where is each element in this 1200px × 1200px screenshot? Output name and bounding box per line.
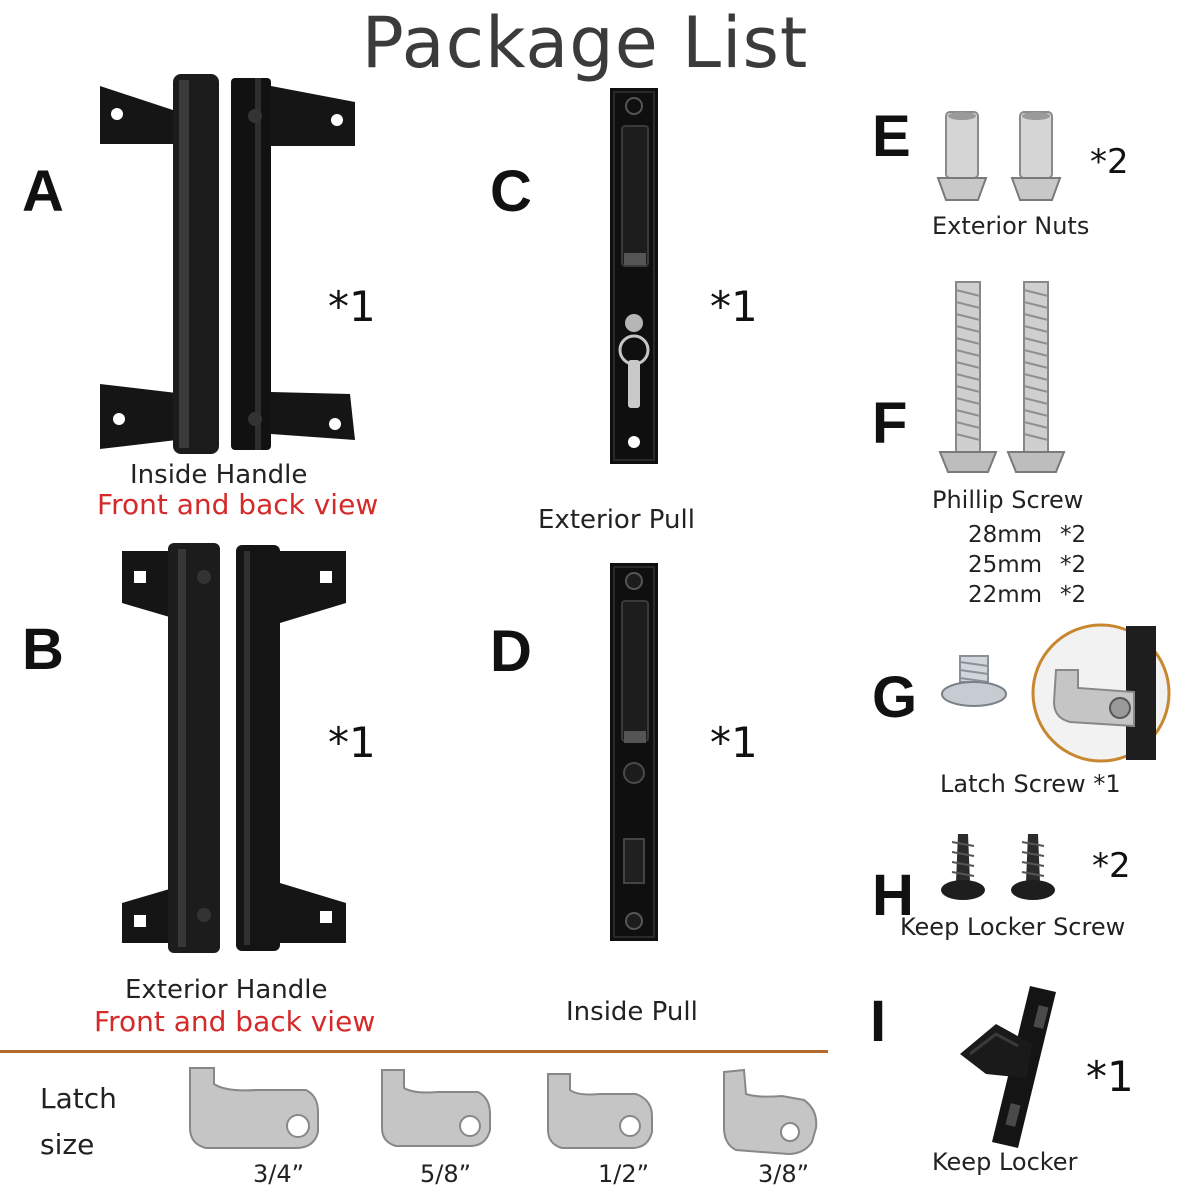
phillip-screw-image xyxy=(938,281,1066,473)
item-qty-a: *1 xyxy=(328,282,376,331)
item-caption-g: Latch Screw *1 xyxy=(940,770,1121,798)
keep-locker-screw-image xyxy=(941,834,1055,900)
latch-screw-zoom-image xyxy=(1031,623,1171,763)
item-letter-g: G xyxy=(872,665,918,730)
item-qty-b: *1 xyxy=(328,718,376,767)
item-letter-e: E xyxy=(872,104,911,169)
latch-screw-image xyxy=(941,655,1007,707)
latch-size-0: 3/4” xyxy=(253,1160,305,1188)
latch-5-8-image xyxy=(381,1069,491,1147)
section-divider xyxy=(0,1050,828,1053)
item-letter-f: F xyxy=(872,391,908,456)
item-caption-c: Exterior Pull xyxy=(538,505,695,535)
latch-size-1: 5/8” xyxy=(420,1160,472,1188)
item-qty-i: *1 xyxy=(1086,1052,1134,1101)
item-letter-d: D xyxy=(490,619,532,684)
latch-label-line2: size xyxy=(40,1128,95,1161)
inside-handle-image xyxy=(100,74,355,454)
exterior-nuts-image xyxy=(936,111,1062,201)
item-caption-d: Inside Pull xyxy=(566,997,698,1027)
latch-3-4-image xyxy=(189,1067,319,1149)
screw-qty-28: *2 xyxy=(1060,522,1087,548)
latch-3-8-image xyxy=(723,1068,818,1156)
item-letter-a: A xyxy=(22,159,64,224)
item-qty-c: *1 xyxy=(710,282,758,331)
item-qty-d: *1 xyxy=(710,718,758,767)
latch-size-2: 1/2” xyxy=(598,1160,650,1188)
latch-1-2-image xyxy=(547,1073,653,1149)
item-letter-b: B xyxy=(22,617,64,682)
latch-size-3: 3/8” xyxy=(758,1160,810,1188)
item-letter-h: H xyxy=(872,863,914,928)
screw-size-28: 28mm xyxy=(968,522,1043,548)
item-subcaption-a: Front and back view xyxy=(97,488,379,521)
item-caption-b: Exterior Handle xyxy=(125,975,328,1005)
item-caption-a: Inside Handle xyxy=(130,460,308,490)
item-caption-f: Phillip Screw xyxy=(932,486,1084,514)
screw-qty-22: *2 xyxy=(1060,582,1087,608)
item-caption-i: Keep Locker xyxy=(932,1148,1078,1176)
exterior-handle-image xyxy=(122,543,346,953)
screw-size-25: 25mm xyxy=(968,552,1043,578)
item-qty-e: *2 xyxy=(1090,142,1129,182)
page-title: Package List xyxy=(361,2,809,84)
inside-pull-image xyxy=(610,563,658,941)
exterior-pull-image xyxy=(610,88,658,464)
screw-size-22: 22mm xyxy=(968,582,1043,608)
screw-qty-25: *2 xyxy=(1060,552,1087,578)
keep-locker-image xyxy=(960,986,1056,1148)
item-caption-h: Keep Locker Screw xyxy=(900,913,1126,941)
latch-label-line1: Latch xyxy=(40,1082,117,1115)
item-qty-h: *2 xyxy=(1092,846,1131,886)
item-letter-c: C xyxy=(490,159,532,224)
item-caption-e: Exterior Nuts xyxy=(932,212,1090,240)
item-subcaption-b: Front and back view xyxy=(94,1005,376,1038)
item-letter-i: I xyxy=(870,989,887,1054)
